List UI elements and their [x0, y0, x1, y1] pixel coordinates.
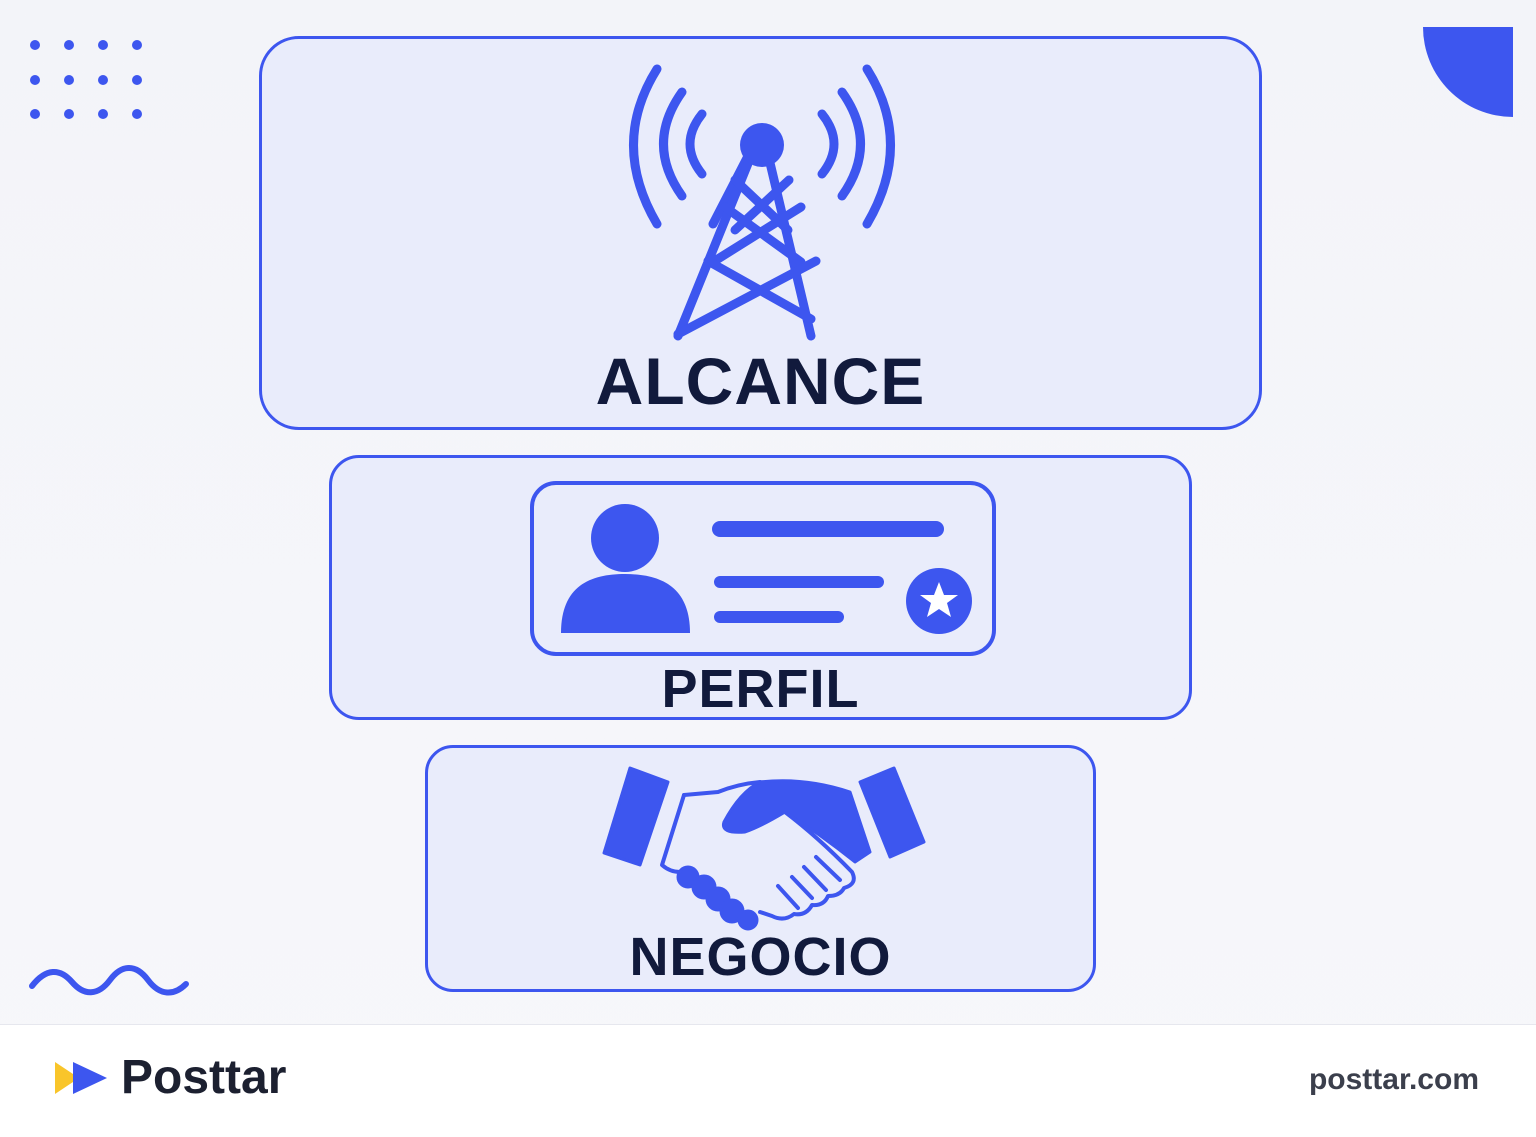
negocio-card: NEGOCIO [425, 745, 1096, 992]
alcance-label: ALCANCE [595, 344, 926, 418]
infographic: ALCANCE PERFIL [29, 27, 1513, 996]
radio-tower-icon [629, 64, 895, 341]
site-url[interactable]: posttar.com [1308, 1063, 1479, 1096]
quarter-circle-decoration [1423, 27, 1513, 117]
brand-name: Posttar [121, 1051, 287, 1104]
perfil-card: PERFIL [329, 455, 1192, 720]
profile-card-icon [530, 481, 996, 656]
wave-decoration [29, 965, 189, 996]
negocio-label: NEGOCIO [629, 927, 892, 987]
handshake-icon [602, 766, 926, 931]
dot-grid-decoration [30, 40, 142, 119]
alcance-card: ALCANCE [259, 36, 1262, 430]
footer-bar: Posttar posttar.com [0, 1024, 1536, 1137]
play-arrows-logo-icon [55, 1062, 107, 1094]
perfil-label: PERFIL [661, 659, 860, 719]
